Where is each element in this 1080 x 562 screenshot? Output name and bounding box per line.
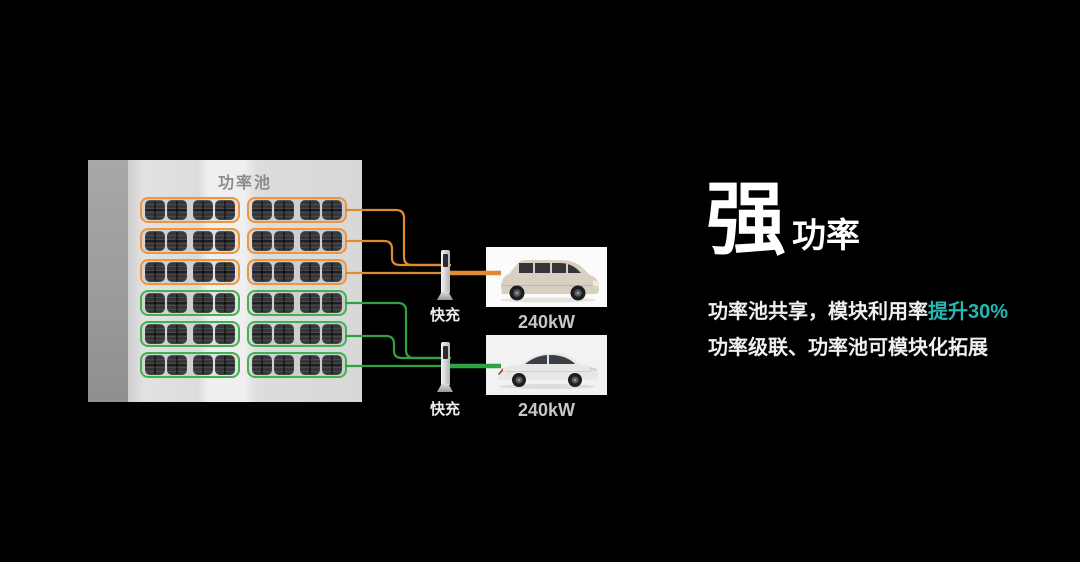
power-module bbox=[300, 355, 320, 375]
description-line1-text: 功率池共享，模块利用率 bbox=[708, 301, 928, 323]
power-module bbox=[167, 324, 187, 344]
power-pool-title: 功率池 bbox=[217, 175, 272, 192]
headline-big-char: 强 bbox=[706, 175, 786, 264]
vehicle-card-2 bbox=[486, 335, 607, 395]
module-row bbox=[140, 228, 347, 254]
cabinet-side-panel bbox=[88, 160, 128, 402]
power-module bbox=[322, 231, 342, 251]
module-row bbox=[140, 197, 347, 223]
module-group bbox=[140, 197, 240, 223]
module-grid bbox=[140, 197, 347, 383]
power-module bbox=[145, 293, 165, 313]
power-module bbox=[193, 262, 213, 282]
power-module bbox=[215, 200, 235, 220]
power-module bbox=[274, 355, 294, 375]
power-module bbox=[274, 324, 294, 344]
module-row bbox=[140, 290, 347, 316]
charging-pile-1 bbox=[436, 250, 454, 300]
power-module bbox=[215, 324, 235, 344]
power-module bbox=[215, 262, 235, 282]
power-module bbox=[300, 200, 320, 220]
power-module bbox=[167, 293, 187, 313]
headline-small-text: 功率 bbox=[792, 217, 860, 255]
power-module bbox=[322, 355, 342, 375]
module-group bbox=[247, 352, 347, 378]
power-module bbox=[193, 355, 213, 375]
power-module bbox=[322, 200, 342, 220]
power-module bbox=[193, 293, 213, 313]
description-line1-highlight: 提升30% bbox=[928, 301, 1009, 323]
module-row bbox=[140, 259, 347, 285]
pile-base bbox=[437, 384, 453, 392]
power-module bbox=[252, 293, 272, 313]
power-module bbox=[252, 200, 272, 220]
module-group bbox=[247, 228, 347, 254]
headline: 强 功率 bbox=[706, 180, 860, 260]
module-row bbox=[140, 352, 347, 378]
minivan-image bbox=[500, 260, 599, 303]
power-module bbox=[167, 355, 187, 375]
power-module bbox=[215, 293, 235, 313]
module-group bbox=[140, 352, 240, 378]
pile-body bbox=[440, 342, 450, 385]
module-group bbox=[247, 259, 347, 285]
power-module bbox=[274, 231, 294, 251]
power-module bbox=[300, 293, 320, 313]
power-label-2: 240kW bbox=[517, 400, 576, 420]
module-group bbox=[247, 197, 347, 223]
charging-pile-2 bbox=[436, 342, 454, 392]
description: 功率池共享，模块利用率提升30% 功率级联、功率池可模块化拓展 bbox=[708, 294, 1008, 366]
power-module bbox=[215, 231, 235, 251]
description-line-1: 功率池共享，模块利用率提升30% bbox=[708, 294, 1008, 330]
power-module bbox=[322, 324, 342, 344]
power-module bbox=[274, 200, 294, 220]
pile-base bbox=[437, 292, 453, 300]
module-group bbox=[140, 290, 240, 316]
power-module bbox=[193, 324, 213, 344]
sedan-image bbox=[498, 353, 598, 389]
power-module bbox=[322, 262, 342, 282]
power-module bbox=[274, 262, 294, 282]
module-group bbox=[140, 228, 240, 254]
power-module bbox=[145, 324, 165, 344]
power-module bbox=[215, 355, 235, 375]
module-group bbox=[247, 321, 347, 347]
power-pool-cabinet: 功率池 bbox=[88, 160, 362, 402]
power-module bbox=[167, 262, 187, 282]
fast-charge-label-1: 快充 bbox=[429, 307, 460, 324]
module-row bbox=[140, 321, 347, 347]
power-module bbox=[145, 231, 165, 251]
pile-screen-icon bbox=[442, 346, 448, 359]
vehicle-card-1 bbox=[486, 247, 607, 307]
module-group bbox=[140, 259, 240, 285]
power-module bbox=[145, 355, 165, 375]
power-module bbox=[252, 231, 272, 251]
module-group bbox=[140, 321, 240, 347]
power-module bbox=[300, 231, 320, 251]
power-module bbox=[193, 200, 213, 220]
power-module bbox=[193, 231, 213, 251]
power-module bbox=[252, 262, 272, 282]
module-group bbox=[247, 290, 347, 316]
power-module bbox=[145, 200, 165, 220]
power-module bbox=[322, 293, 342, 313]
power-module bbox=[274, 293, 294, 313]
power-module bbox=[167, 200, 187, 220]
power-module bbox=[300, 262, 320, 282]
power-module bbox=[252, 355, 272, 375]
power-module bbox=[145, 262, 165, 282]
power-label-1: 240kW bbox=[517, 312, 576, 332]
description-line-2: 功率级联、功率池可模块化拓展 bbox=[708, 337, 988, 359]
power-module bbox=[167, 231, 187, 251]
fast-charge-label-2: 快充 bbox=[429, 401, 460, 418]
pile-screen-icon bbox=[442, 254, 448, 267]
pile-body bbox=[440, 250, 450, 293]
power-module bbox=[300, 324, 320, 344]
power-module bbox=[252, 324, 272, 344]
